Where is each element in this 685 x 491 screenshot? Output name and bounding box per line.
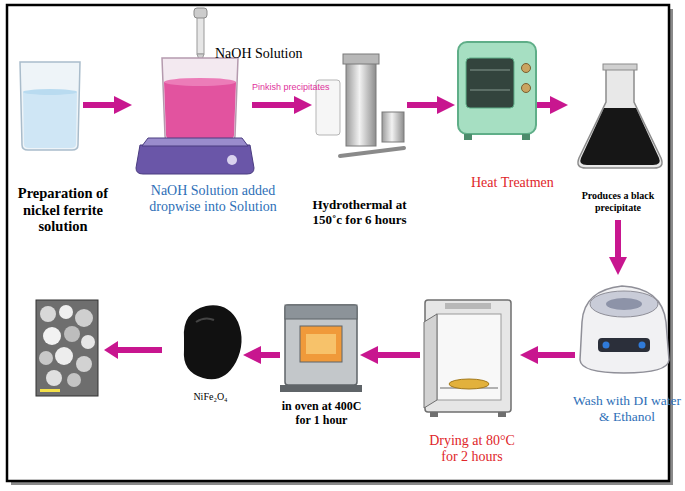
process-arrow [83,102,119,108]
oven-foot [464,134,472,140]
centrifuge-lid [590,291,658,317]
sem-particle [59,305,73,319]
process-step: Wash with DI water & Ethanol [575,275,675,435]
process-step: NaOH SolutionNaOH Solution added dropwis… [132,30,252,180]
process-step: Heat Treatmen [455,35,537,175]
process-step: NiFe₂O₄ [178,305,243,405]
powder-highlight [196,318,214,322]
stirrer-base [136,145,254,174]
step-caption: NiFe₂O₄ [170,391,251,403]
process-arrow [373,352,420,358]
drying-oven-chamber [437,314,501,400]
drying-oven-door [424,314,437,408]
sample-dish [449,379,489,389]
process-step: Drying at 80°C for 2 hours [420,295,520,415]
furnace-glow [306,334,336,354]
solution-surface [164,78,236,86]
process-step: Produces a black precipitate [568,55,668,220]
centrifuge-rotor [606,298,642,310]
wrench-rod [340,148,404,156]
oven-body [458,42,536,134]
beaker-water [23,92,77,148]
process-step: Preparation of nickel ferrite solution [15,55,83,155]
sem-particle [81,335,95,349]
oven-window [466,58,514,108]
process-step: in oven at 400C for 1 hour [280,300,360,410]
process-arrow [537,102,555,108]
oven-vent [445,303,491,309]
step-caption: Hydrothermal at 150˚c for 6 hours [298,198,421,228]
oven-foot [430,412,438,417]
flask-glass [578,68,662,168]
sem-particle [64,326,80,342]
oven-knob [522,64,531,73]
step-caption: in oven at 400C for 1 hour [274,400,369,428]
dropper-tube [197,14,204,54]
step-caption: Heat Treatmen [471,175,571,191]
centrifuge-panel [598,338,650,352]
oven-foot [522,134,530,140]
sem-particle [43,327,61,345]
step-caption: Drying at 80°C for 2 hours [424,433,520,465]
process-arrow [615,220,621,262]
furnace-body [285,305,357,385]
sem-particle [75,309,93,327]
oven-rack [470,89,510,91]
oven-knob [522,84,531,93]
sem-particle [46,370,62,386]
stirrer-knob [227,155,237,165]
furnace-stand [280,385,362,392]
black-precipitate [580,108,660,165]
process-arrow [533,352,575,358]
vessel-lid [382,112,404,142]
centrifuge-button [603,342,610,349]
step-caption: Preparation of nickel ferrite solution [2,185,124,235]
process-arrow [116,347,162,353]
process-step: Hydrothermal at 150˚c for 6 hours [312,50,407,160]
sem-particle [55,347,73,365]
flask-rim [603,64,637,70]
step-caption: NaOH Solution added dropwise into Soluti… [132,183,294,215]
process-arrow [256,352,280,358]
sem-particle [39,351,53,365]
sem-particle [40,306,56,322]
sem-scale-bar [40,389,60,392]
furnace-chamber [300,326,342,362]
arrow-head [104,341,118,359]
step-caption: Produces a black precipitate [562,190,674,213]
arrow-label: Pinkish precipitates [252,82,330,92]
beaker-glass [162,58,238,141]
dropper-bulb [194,8,207,18]
furnace-panel [285,305,357,319]
oven-rack [470,69,510,71]
water-surface [23,89,77,95]
drying-oven-body [425,300,511,412]
process-arrow [407,102,442,108]
oven-foot [498,412,506,417]
stirrer-plate [142,138,248,146]
centrifuge-body [580,286,669,373]
centrifuge-button [639,342,646,349]
powder-pile [184,305,242,379]
steel-vessel [346,58,376,146]
frame-border [7,5,669,481]
step-heading: NaOH Solution [215,46,315,62]
sem-particle [76,356,92,372]
beaker-glass [20,62,80,150]
process-arrow [252,102,299,108]
sem-particle [67,373,81,387]
step-caption: Wash with DI water & Ethanol [572,393,682,424]
pink-solution [164,82,236,139]
vessel-cap [343,54,379,64]
sem-image [36,300,98,396]
